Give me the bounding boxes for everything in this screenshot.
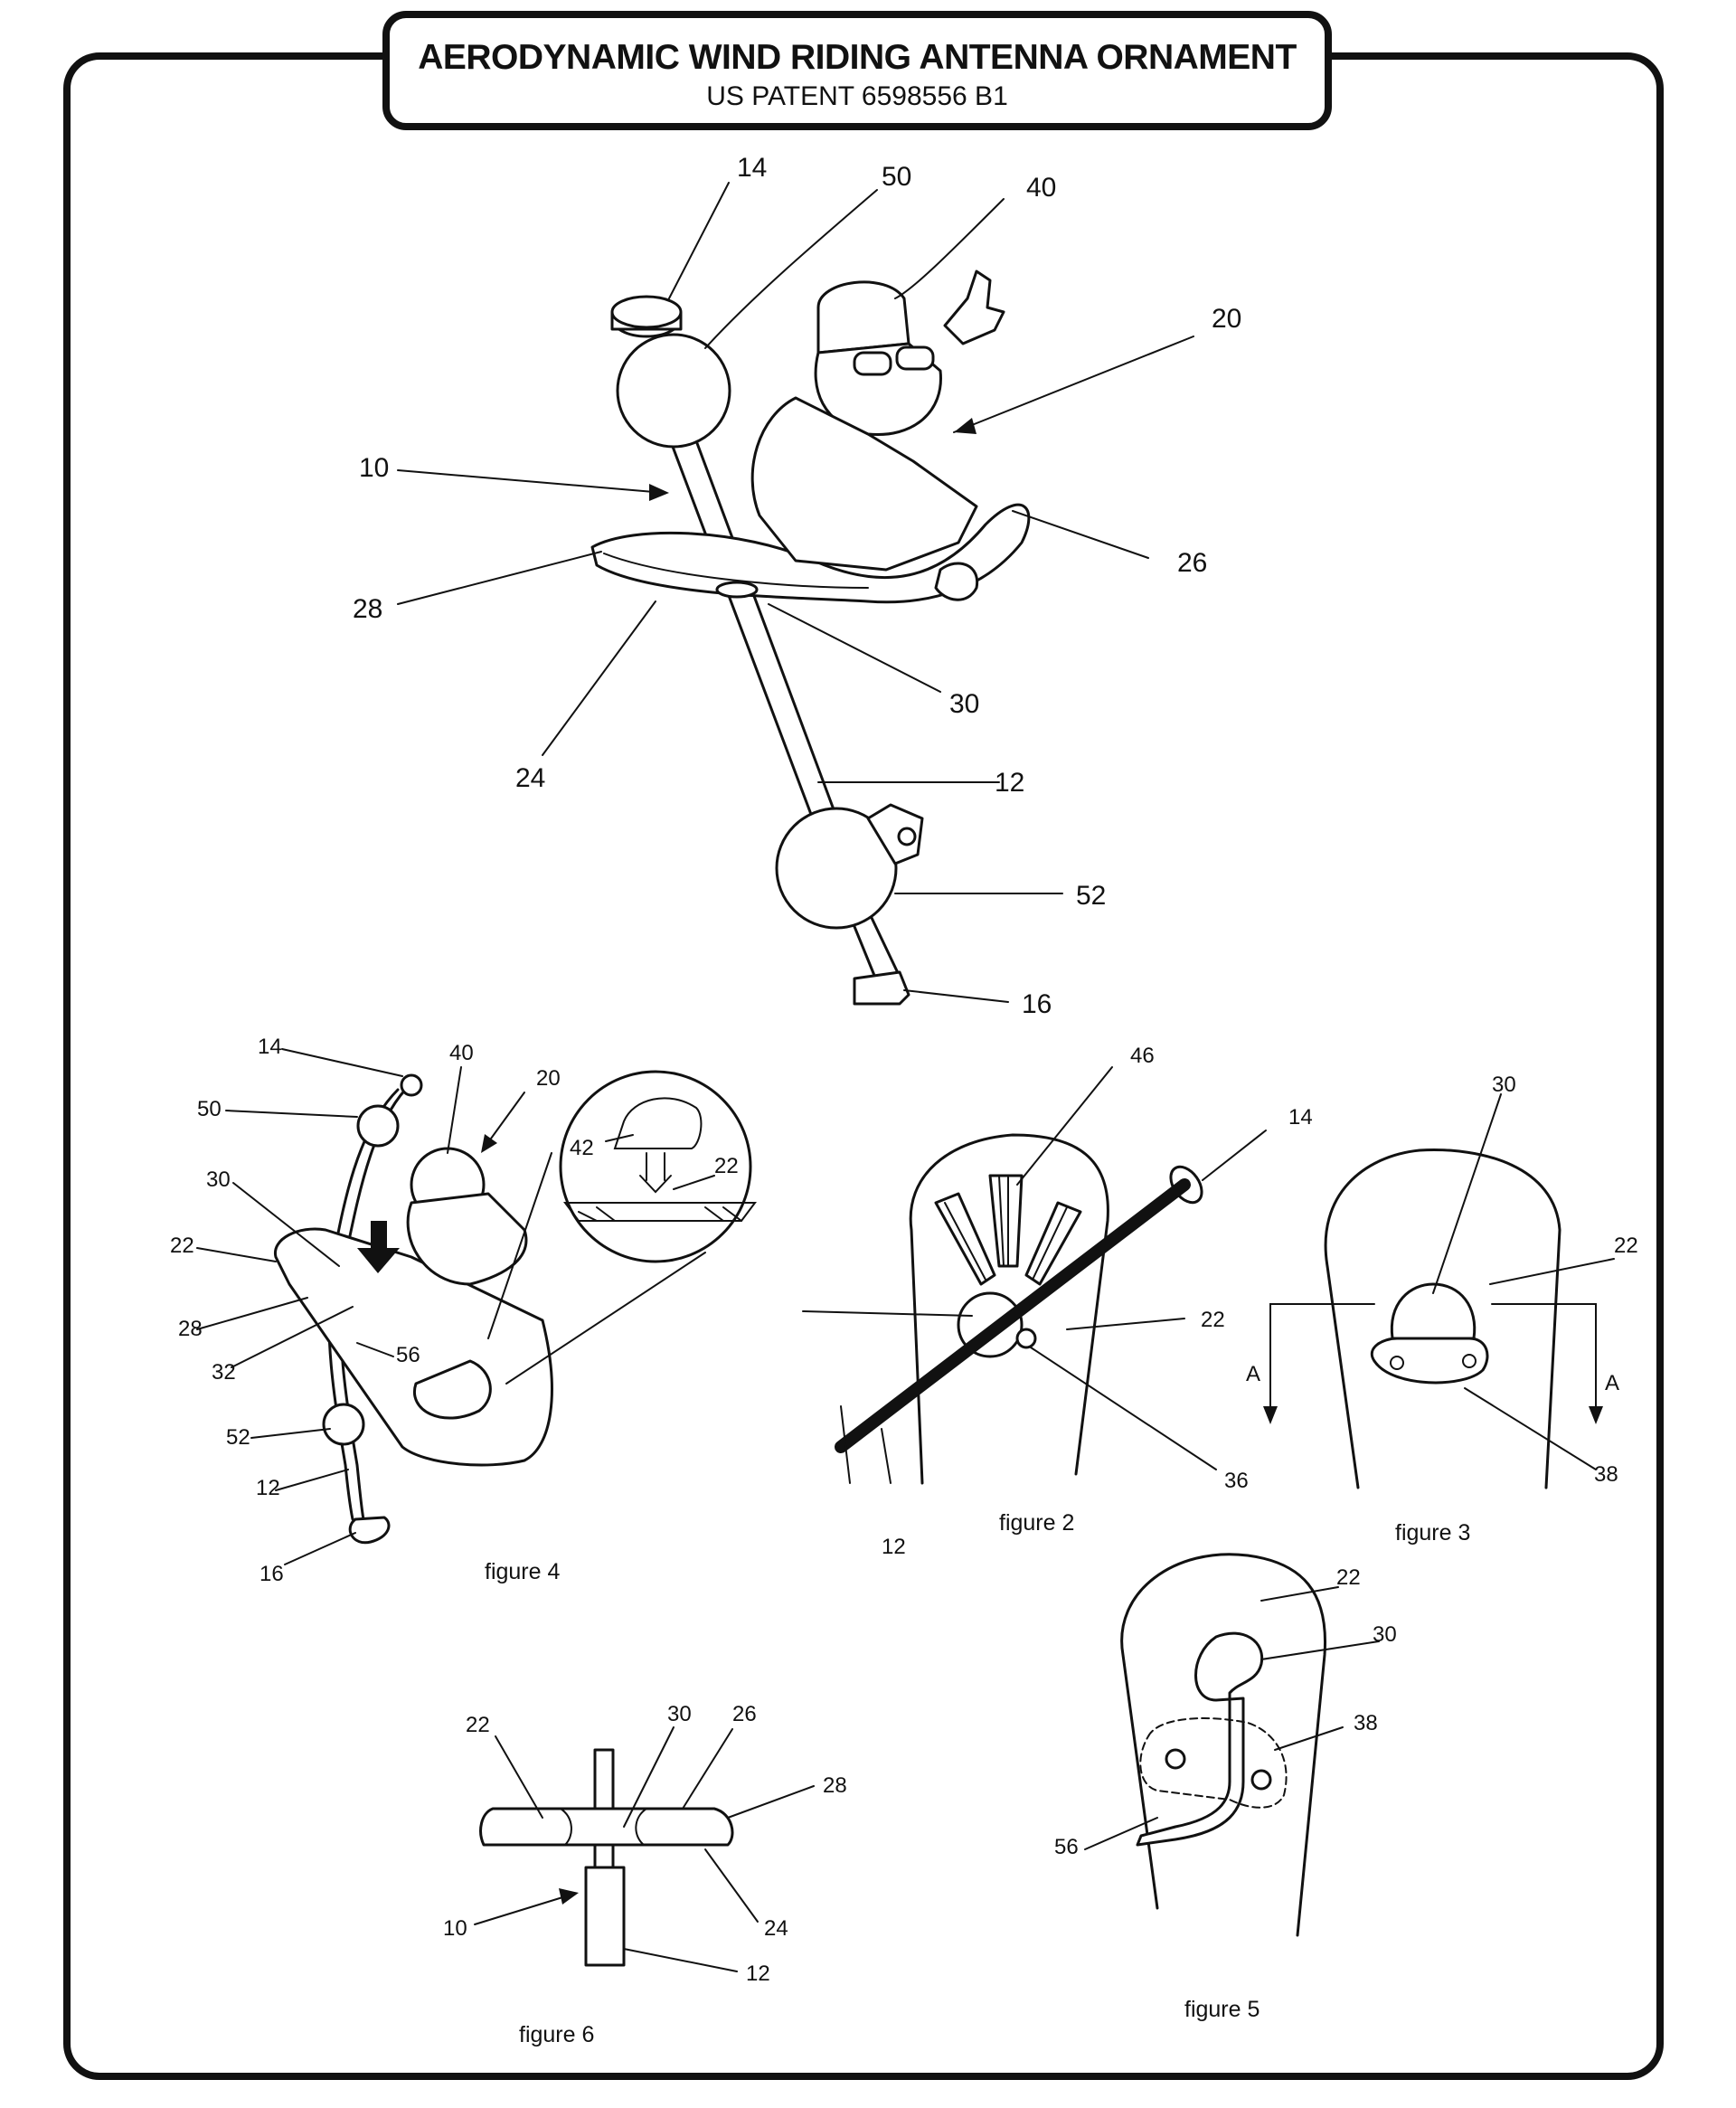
fig5-clip-hidden xyxy=(1139,1717,1288,1809)
fig4-caption: figure 4 xyxy=(485,1559,560,1584)
fig5-caption: figure 5 xyxy=(1184,1997,1260,2022)
lower-ball xyxy=(775,807,898,930)
fig4-label-32: 32 xyxy=(212,1360,236,1385)
fig2-antenna-cap xyxy=(1169,1165,1203,1205)
fig3-caption: figure 3 xyxy=(1395,1520,1470,1546)
waving-hand xyxy=(943,269,1005,345)
fig4-label-50: 50 xyxy=(197,1097,222,1121)
fig3-label-A-left: A xyxy=(1246,1362,1260,1386)
label-52: 52 xyxy=(1076,881,1106,911)
fig4-boot xyxy=(413,1359,492,1420)
figure-5: 22 30 38 56 figure 5 xyxy=(1054,1553,1397,2022)
label-50: 50 xyxy=(882,162,911,192)
fig2-label-46: 46 xyxy=(1130,1044,1155,1068)
fig6-label-12: 12 xyxy=(746,1961,770,1986)
fig4-insert-arrow xyxy=(357,1221,400,1273)
figure-3: 30 22 A A 38 figure 3 xyxy=(1246,1073,1638,1546)
fig4-label-12: 12 xyxy=(256,1476,280,1500)
fig4-label-28: 28 xyxy=(178,1317,203,1341)
fig4-detail-circle xyxy=(559,1070,752,1263)
fig6-label-28: 28 xyxy=(823,1773,847,1798)
fig4-upper-ball xyxy=(356,1104,400,1148)
torso xyxy=(750,396,978,572)
patent-number: US PATENT 6598556 B1 xyxy=(706,81,1008,111)
ornament-board xyxy=(590,503,1031,604)
fig6-label-30: 30 xyxy=(667,1702,692,1726)
fig4-label-22: 22 xyxy=(170,1234,194,1258)
label-24: 24 xyxy=(515,763,545,793)
figure-2: 46 14 22 36 12 figure 2 xyxy=(802,1044,1313,1559)
fig6-label-10: 10 xyxy=(443,1916,467,1941)
glove xyxy=(934,562,979,601)
figure-4: 14 40 20 50 42 22 30 22 28 56 32 52 12 1… xyxy=(170,1035,757,1586)
fig3-label-22: 22 xyxy=(1614,1234,1638,1258)
fig6-label-22: 22 xyxy=(466,1713,490,1737)
fig4-label-40: 40 xyxy=(449,1041,474,1065)
fig2-label-14: 14 xyxy=(1288,1105,1313,1130)
fig6-label-24: 24 xyxy=(764,1916,788,1941)
fig3-hole xyxy=(1390,1282,1477,1340)
title-box: AERODYNAMIC WIND RIDING ANTENNA ORNAMENT… xyxy=(382,11,1332,130)
fig3-label-A-right: A xyxy=(1605,1371,1619,1395)
fig2-antenna xyxy=(835,1178,1191,1453)
fig3-clip xyxy=(1371,1337,1489,1385)
beanie-hat xyxy=(816,280,910,354)
fig4-body xyxy=(406,1192,528,1286)
fig5-label-38: 38 xyxy=(1354,1711,1378,1735)
fig5-label-56: 56 xyxy=(1054,1835,1079,1859)
sunglasses-left xyxy=(853,351,892,376)
fig4-top-cap xyxy=(400,1073,423,1097)
bottom-foot xyxy=(853,970,910,1006)
fig3-label-30: 30 xyxy=(1492,1073,1516,1097)
fig5-board-outline xyxy=(1120,1553,1327,1937)
fig2-board-outline xyxy=(909,1133,1109,1485)
label-20: 20 xyxy=(1212,304,1241,334)
fig3-board-outline xyxy=(1324,1149,1561,1489)
fig2-caption: figure 2 xyxy=(999,1510,1074,1536)
label-14: 14 xyxy=(737,153,767,183)
fig4-label-30: 30 xyxy=(206,1167,231,1192)
fig4-label-22-detail: 22 xyxy=(714,1154,739,1178)
fig4-label-56: 56 xyxy=(396,1343,420,1367)
fig6-caption: figure 6 xyxy=(519,2022,594,2047)
fig4-label-14: 14 xyxy=(258,1035,282,1059)
label-30: 30 xyxy=(949,689,979,719)
fig5-label-30: 30 xyxy=(1373,1622,1397,1647)
figure-6: 22 30 26 28 10 24 12 figure 6 xyxy=(443,1702,847,2047)
page-title: AERODYNAMIC WIND RIDING ANTENNA ORNAMENT xyxy=(418,38,1297,77)
fig5-slot xyxy=(1136,1631,1264,1847)
fig4-bottom-foot xyxy=(348,1516,391,1545)
fig6-label-26: 26 xyxy=(732,1702,757,1726)
label-10: 10 xyxy=(359,453,389,483)
fig2-label-22: 22 xyxy=(1201,1308,1225,1332)
fig2-label-36: 36 xyxy=(1224,1469,1249,1493)
fig4-label-42: 42 xyxy=(570,1136,594,1160)
fig2-set-screw xyxy=(1015,1328,1037,1349)
fig4-label-52: 52 xyxy=(226,1425,250,1450)
snowboarder-figure xyxy=(750,269,1005,601)
fig4-label-20: 20 xyxy=(536,1066,561,1091)
fig2-label-12: 12 xyxy=(882,1535,906,1559)
fig3-label-38: 38 xyxy=(1594,1462,1618,1487)
mount-clip xyxy=(866,803,924,865)
label-28: 28 xyxy=(353,594,382,624)
label-16: 16 xyxy=(1022,989,1052,1019)
figure-1: 14 50 40 20 10 26 28 30 24 12 52 16 xyxy=(353,153,1241,1019)
label-40: 40 xyxy=(1026,173,1056,203)
fig5-label-22: 22 xyxy=(1336,1565,1361,1590)
fig6-rod-lower xyxy=(584,1866,626,1967)
fig4-label-16: 16 xyxy=(259,1562,284,1586)
sunglasses-right xyxy=(895,345,935,371)
board-hole xyxy=(715,581,759,599)
label-12: 12 xyxy=(995,768,1024,798)
fig6-board-section xyxy=(479,1807,734,1847)
upper-ball xyxy=(616,333,731,449)
label-26: 26 xyxy=(1177,548,1207,578)
fig4-lower-ball xyxy=(322,1403,365,1446)
